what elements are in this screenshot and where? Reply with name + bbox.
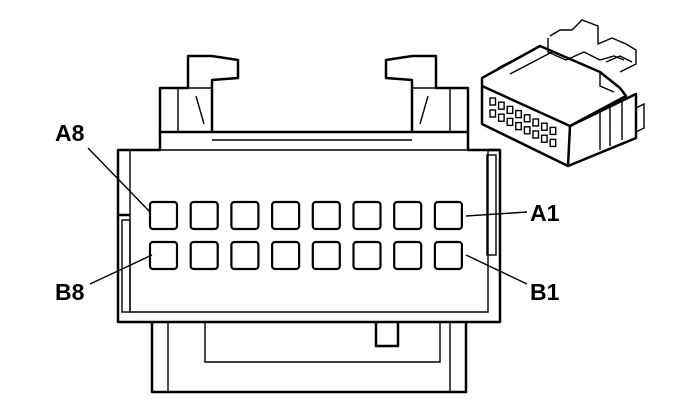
iso-pin-cavity	[515, 109, 522, 119]
label-a8: A8	[55, 120, 85, 146]
pin-cavity-b2	[393, 240, 423, 271]
iso-pin-cavity	[532, 118, 540, 127]
pin-row-b	[148, 240, 463, 271]
leader-a8	[87, 147, 151, 213]
pin-cavity-a3	[352, 200, 382, 231]
pin-cavity-a2	[393, 200, 423, 231]
iso-pin-cavity	[549, 126, 557, 136]
pin-cavity-a7	[189, 200, 219, 231]
pin-cavity-b3	[352, 240, 382, 271]
label-b1: B1	[530, 279, 560, 305]
label-a1: A1	[530, 200, 560, 226]
leader-b8	[89, 254, 153, 285]
pin-cavity-a8	[148, 200, 179, 231]
iso-pin-cavity	[489, 97, 497, 106]
iso-pin-cavity	[549, 138, 557, 148]
pin-cavity-a4	[311, 200, 341, 231]
iso-pin-cavity	[515, 121, 522, 131]
iso-pin-cavity	[506, 117, 514, 127]
iso-pin-cavity	[532, 130, 540, 139]
pin-cavity-a5	[271, 200, 301, 231]
connector-face	[116, 54, 502, 394]
pin-row-a	[148, 200, 463, 231]
pin-cavity-b4	[311, 240, 341, 271]
connector-isometric-view	[480, 19, 645, 168]
leader-b1	[465, 254, 528, 285]
leader-a1	[465, 211, 528, 217]
iso-pin-cavity	[497, 113, 505, 122]
iso-pin-cavity	[523, 114, 531, 123]
pin-cavity-a1	[433, 200, 463, 231]
pin-cavity-b1	[433, 240, 463, 271]
label-b8: B8	[55, 279, 85, 305]
pin-cavity-b5	[271, 240, 301, 271]
pin-cavity-b8	[148, 240, 179, 271]
pin-cavity-b7	[189, 240, 219, 271]
iso-pin-cavity	[506, 105, 514, 115]
iso-pin-cavity	[489, 109, 497, 118]
iso-pin-cavity	[540, 134, 548, 143]
iso-pin-cavity	[523, 126, 531, 135]
pin-cavity-a6	[230, 200, 260, 231]
iso-pin-cavity	[540, 122, 548, 131]
pin-cavity-b6	[230, 240, 260, 271]
iso-pin-cavity	[497, 101, 505, 110]
